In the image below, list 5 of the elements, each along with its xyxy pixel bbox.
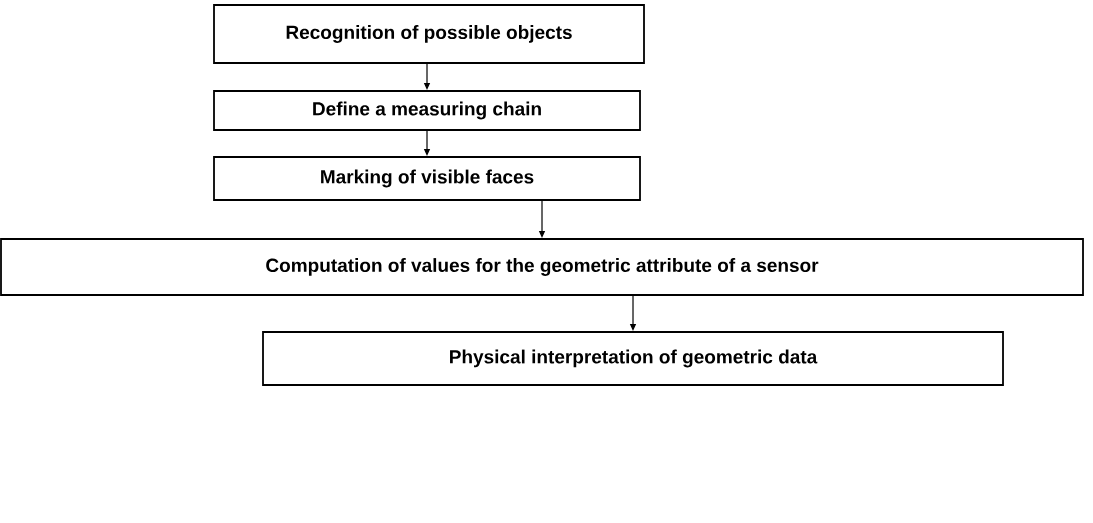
process-box: Physical interpretation of geometric data: [262, 331, 1004, 386]
process-box: Define a measuring chain: [213, 90, 641, 131]
process-box: Computation of values for the geometric attribute of a sensor: [0, 238, 1084, 296]
process-box: Recognition of possible objects: [213, 4, 645, 64]
process-box: Marking of visible faces: [213, 156, 641, 201]
